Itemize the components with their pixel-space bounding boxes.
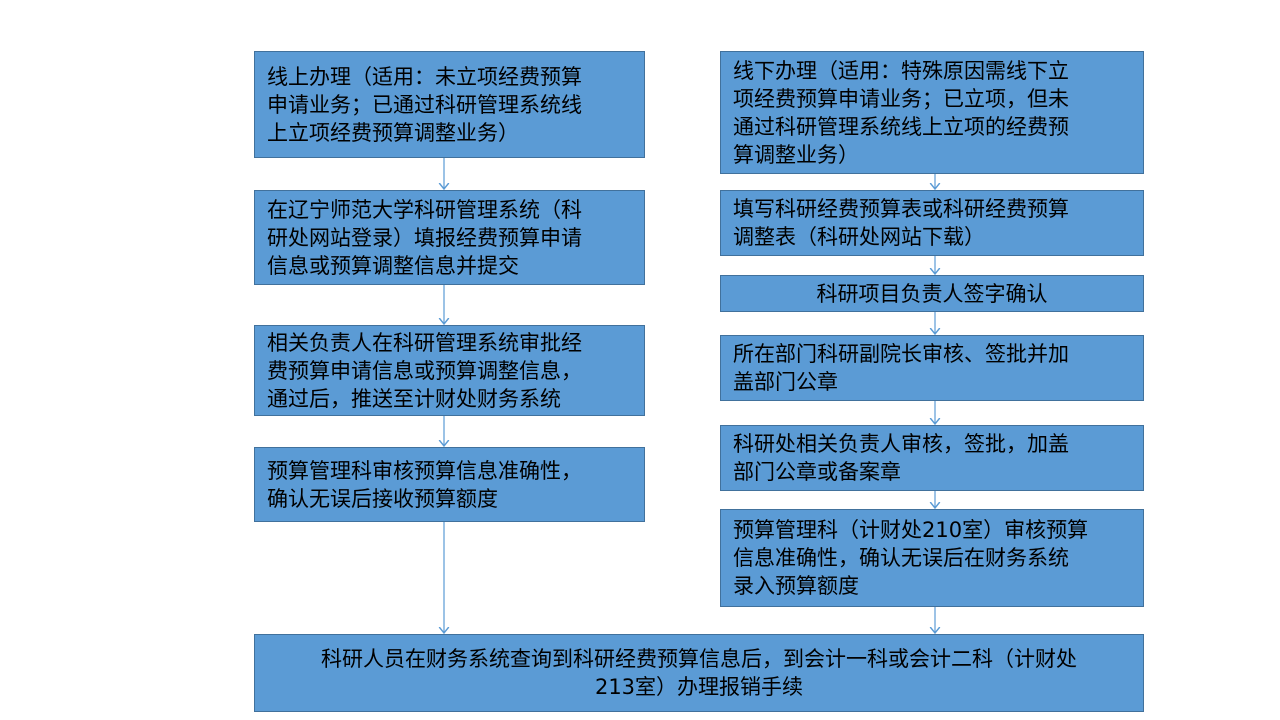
fill-budget-form-box: 填写科研经费预算表或科研经费预算 调整表（科研处网站下载） xyxy=(720,190,1144,256)
offline-process-box: 线下办理（适用：特殊原因需线下立 项经费预算申请业务；已立项，但未 通过科研管理… xyxy=(720,51,1144,174)
project-leader-sign-text: 科研项目负责人签字确认 xyxy=(816,281,1048,306)
online-process-text: 线上办理（适用：未立项经费预算 申请业务；已通过科研管理系统线 上立项经费预算调… xyxy=(267,64,582,145)
reimbursement-box: 科研人员在财务系统查询到科研经费预算信息后，到会计一科或会计二科（计财处 213… xyxy=(254,634,1144,712)
budget-review-online-box: 预算管理科审核预算信息准确性， 确认无误后接收预算额度 xyxy=(254,447,645,522)
offline-process-text: 线下办理（适用：特殊原因需线下立 项经费预算申请业务；已立项，但未 通过科研管理… xyxy=(733,58,1069,167)
approval-online-box: 相关负责人在科研管理系统审批经 费预算申请信息或预算调整信息， 通过后，推送至计… xyxy=(254,325,645,416)
approval-online-text: 相关负责人在科研管理系统审批经 费预算申请信息或预算调整信息， 通过后，推送至计… xyxy=(267,330,582,411)
fill-online-budget-text: 在辽宁师范大学科研管理系统（科 研处网站登录）填报经费预算申请 信息或预算调整信… xyxy=(267,197,582,278)
research-office-approval-box: 科研处相关负责人审核，签批，加盖 部门公章或备案章 xyxy=(720,425,1144,491)
dept-dean-approval-box: 所在部门科研副院长审核、签批并加 盖部门公章 xyxy=(720,335,1144,401)
fill-online-budget-box: 在辽宁师范大学科研管理系统（科 研处网站登录）填报经费预算申请 信息或预算调整信… xyxy=(254,190,645,285)
budget-entry-offline-text: 预算管理科（计财处210室）审核预算 信息准确性，确认无误后在财务系统 录入预算… xyxy=(733,518,1089,598)
research-office-approval-text: 科研处相关负责人审核，签批，加盖 部门公章或备案章 xyxy=(733,432,1069,484)
budget-review-online-text: 预算管理科审核预算信息准确性， 确认无误后接收预算额度 xyxy=(267,458,582,511)
reimbursement-text: 科研人员在财务系统查询到科研经费预算信息后，到会计一科或会计二科（计财处 213… xyxy=(321,647,1077,699)
fill-budget-form-text: 填写科研经费预算表或科研经费预算 调整表（科研处网站下载） xyxy=(733,197,1069,249)
online-process-box: 线上办理（适用：未立项经费预算 申请业务；已通过科研管理系统线 上立项经费预算调… xyxy=(254,51,645,158)
budget-entry-offline-box: 预算管理科（计财处210室）审核预算 信息准确性，确认无误后在财务系统 录入预算… xyxy=(720,509,1144,607)
project-leader-sign-box: 科研项目负责人签字确认 xyxy=(720,275,1144,312)
dept-dean-approval-text: 所在部门科研副院长审核、签批并加 盖部门公章 xyxy=(733,342,1069,394)
